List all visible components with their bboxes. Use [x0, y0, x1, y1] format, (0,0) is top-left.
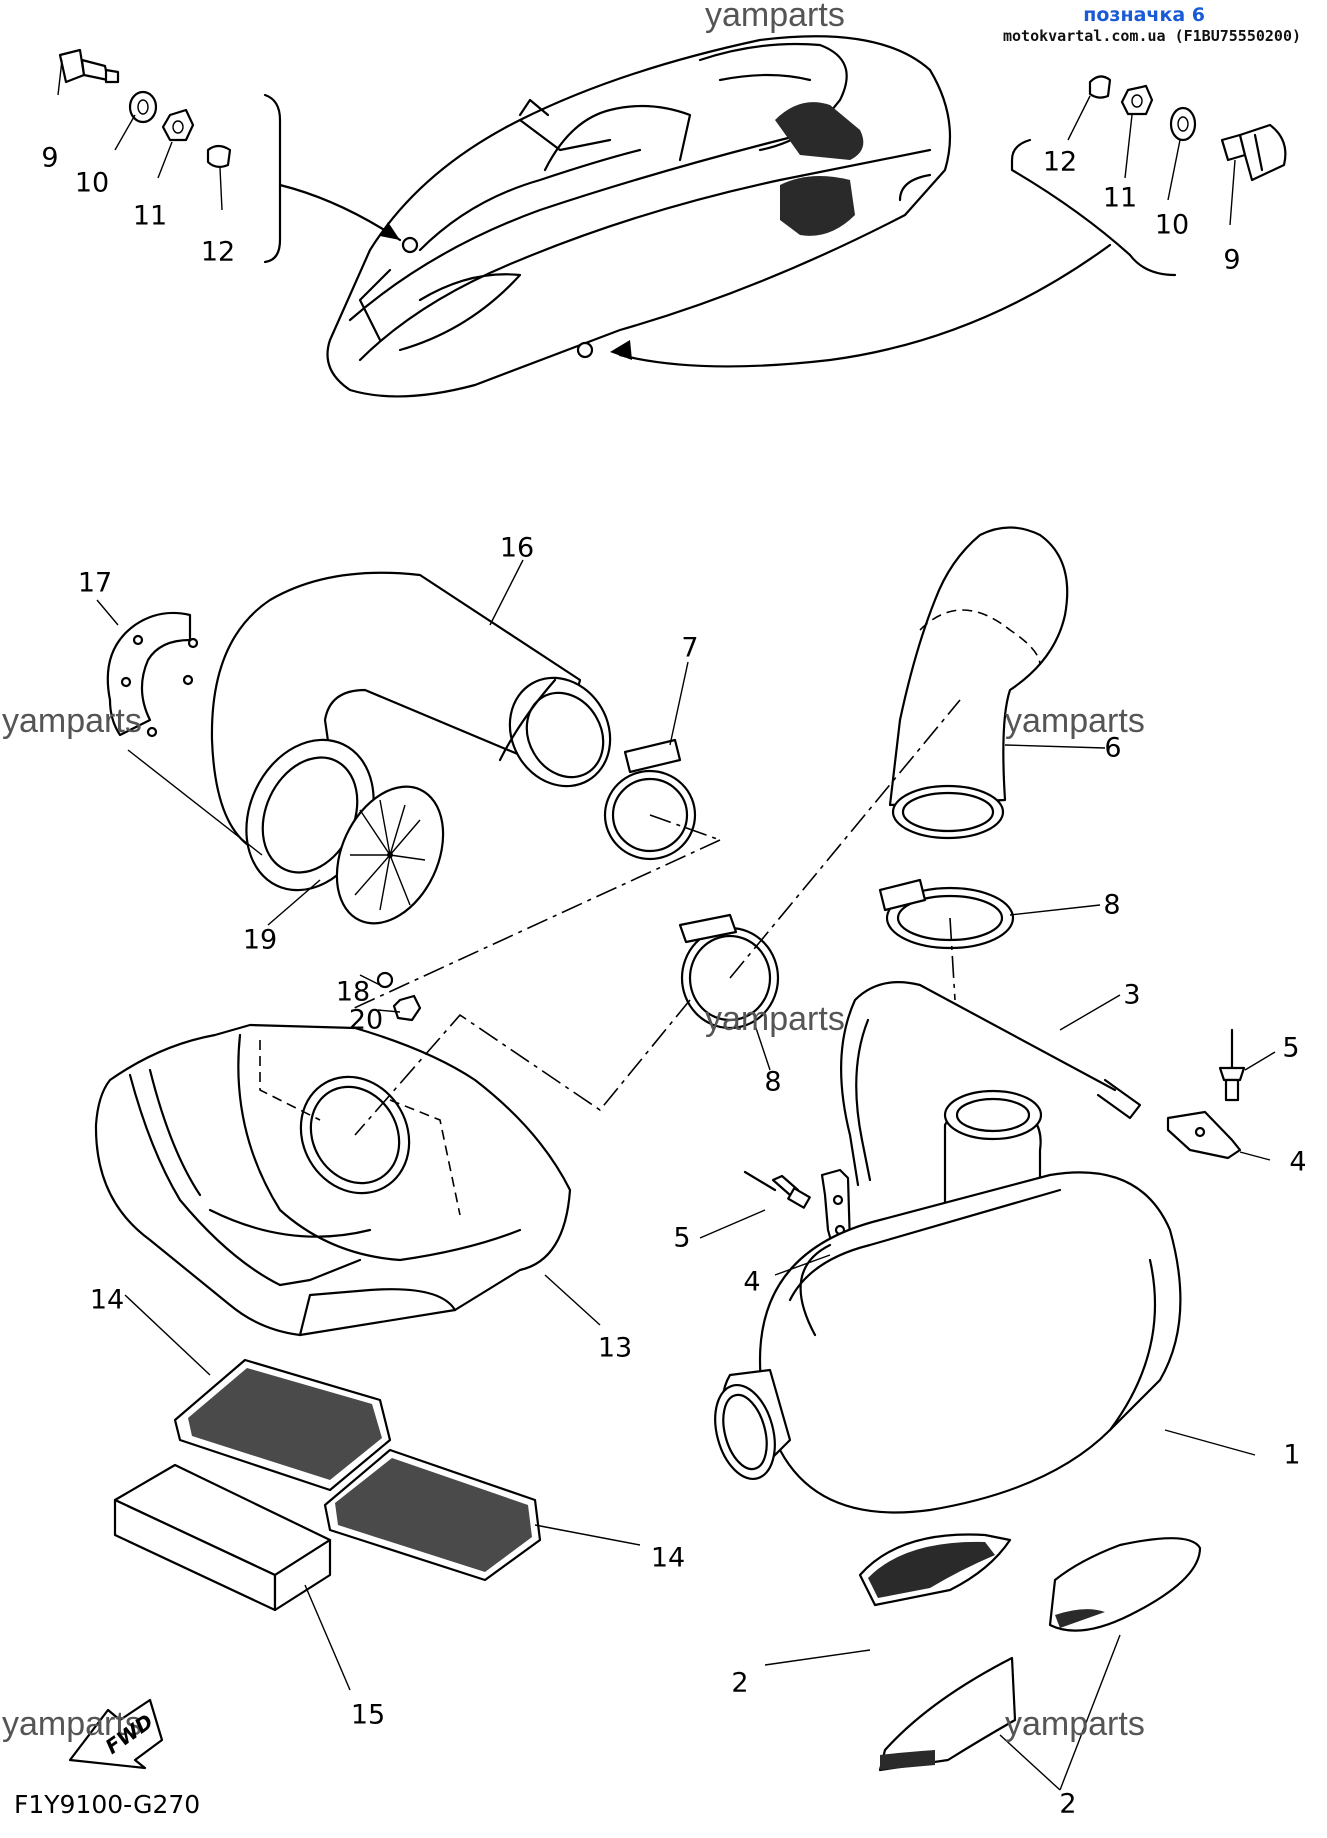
fittings-left — [57, 48, 232, 211]
watermark: yamparts — [705, 1000, 845, 1038]
callout-4: 4 — [1289, 1146, 1307, 1178]
bracket-4-right — [1166, 1110, 1242, 1160]
callout-11: 11 — [1102, 182, 1138, 214]
source-caption: motokvartal.com.ua (F1BU75550200) — [1002, 27, 1301, 45]
callout-19: 19 — [242, 924, 278, 956]
callout-3: 3 — [1123, 979, 1141, 1011]
callout-15: 15 — [350, 1699, 386, 1731]
callout-14: 14 — [89, 1284, 125, 1316]
fittings-right — [1067, 75, 1287, 226]
rivet-5-right — [1218, 1028, 1246, 1102]
callout-16: 16 — [499, 532, 535, 564]
watermark: yamparts — [2, 702, 142, 740]
callout-14: 14 — [650, 1542, 686, 1574]
callout-2: 2 — [731, 1667, 749, 1699]
water-lock-1 — [714, 1089, 1182, 1514]
leader-lines — [96, 559, 1276, 1791]
watermark: yamparts — [2, 1705, 142, 1743]
mat-14-bottom — [323, 1448, 542, 1582]
callout-1: 1 — [1283, 1439, 1301, 1471]
watermark: yamparts — [1005, 1705, 1145, 1743]
callout-12: 12 — [1042, 146, 1078, 178]
left-bracket-arrow — [263, 93, 402, 264]
callout-8: 8 — [1103, 889, 1121, 921]
page-tag-label: позначка 6 — [1083, 4, 1205, 26]
callout-9: 9 — [41, 142, 59, 174]
mat-14-top — [173, 1358, 392, 1492]
cover-13 — [94, 1023, 572, 1337]
hose-6 — [888, 526, 1069, 840]
assembly-centerlines — [349, 699, 961, 1136]
pad-2-bottom — [878, 1656, 1017, 1772]
diagram-code: F1Y9100-G270 — [14, 1790, 201, 1819]
callout-13: 13 — [597, 1332, 633, 1364]
clamp-7 — [603, 738, 697, 861]
strap-3 — [840, 981, 1142, 1187]
pad-2-top — [858, 1533, 1012, 1607]
callout-17: 17 — [77, 567, 113, 599]
gasket-19 — [245, 738, 445, 1022]
watermark: yamparts — [705, 0, 845, 34]
pad-2-right — [1048, 1537, 1202, 1632]
callout-2: 2 — [1059, 1788, 1077, 1820]
sponge-15 — [113, 1463, 332, 1612]
callout-11: 11 — [132, 200, 168, 232]
clamp-8-right — [878, 878, 1015, 950]
callout-6: 6 — [1104, 732, 1122, 764]
callout-10: 10 — [1154, 209, 1190, 241]
callout-4: 4 — [743, 1266, 761, 1298]
watercraft-illustration — [326, 35, 952, 398]
callout-5: 5 — [673, 1222, 691, 1254]
callout-20: 20 — [348, 1004, 384, 1036]
callout-5: 5 — [1282, 1032, 1300, 1064]
callout-9: 9 — [1223, 244, 1241, 276]
callout-18: 18 — [335, 976, 371, 1008]
rivet-5-left — [743, 1170, 811, 1209]
watermark: yamparts — [1005, 702, 1145, 740]
callout-10: 10 — [74, 167, 110, 199]
right-bracket-arrow — [610, 138, 1177, 368]
flange-ring-17 — [106, 611, 199, 738]
callout-12: 12 — [200, 236, 236, 268]
callout-7: 7 — [681, 632, 699, 664]
callout-8: 8 — [764, 1066, 782, 1098]
fwd-arrow-icon — [68, 1698, 164, 1770]
